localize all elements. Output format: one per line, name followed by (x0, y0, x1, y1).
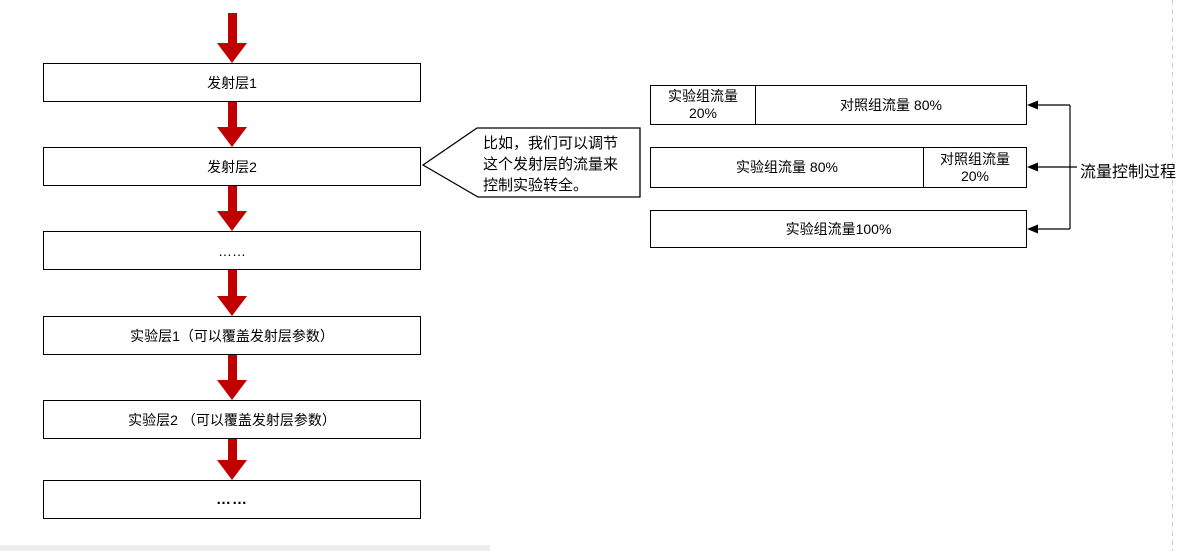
traffic-cell-control: 对照组流量 80% (840, 96, 942, 113)
flow-box-experiment-layer-1: 实验层1（可以覆盖发射层参数） (43, 316, 421, 355)
traffic-cell-experiment: 实验组流量 20% (651, 86, 756, 124)
down-arrow-icon (217, 102, 247, 147)
flow-box-label: …… (216, 491, 248, 508)
arrow-stem (227, 102, 237, 127)
traffic-row-20-80: 实验组流量 20% 对照组流量 80% (650, 85, 1027, 125)
left-arrow-icon (1027, 100, 1038, 110)
flow-box-label: 发射层1 (207, 74, 257, 91)
bottom-scroll-strip (0, 545, 490, 551)
down-arrow-icon (217, 13, 247, 63)
arrow-stem (227, 438, 237, 460)
arrow-stem (227, 270, 237, 296)
callout-note: 比如，我们可以调节这个发射层的流量来控制实验转全。 (483, 135, 619, 194)
callout-bubble-shape (421, 127, 641, 198)
traffic-control-caption: 流量控制过程 (1080, 164, 1177, 181)
arrow-head (217, 380, 247, 400)
arrow-head (217, 127, 247, 147)
arrow-head (217, 460, 247, 480)
arrow-head (217, 43, 247, 63)
arrow-head (217, 211, 247, 231)
flow-box-launch-layer-2: 发射层2 (43, 147, 421, 186)
arrow-stem (227, 354, 237, 380)
flow-box-launch-layer-1: 发射层1 (43, 63, 421, 102)
traffic-row-80-20: 实验组流量 80% 对照组流量 20% (650, 147, 1027, 188)
traffic-cell-control: 对照组流量 20% (940, 150, 1010, 184)
flow-box-label: …… (218, 242, 246, 259)
traffic-row-100: 实验组流量100% (650, 210, 1027, 248)
flow-box-ellipsis-2: …… (43, 480, 421, 519)
down-arrow-icon (217, 270, 247, 316)
traffic-cell-experiment: 实验组流量100% (785, 220, 892, 237)
traffic-cell-experiment: 实验组流量 80% (651, 148, 924, 187)
flow-box-label: 实验层1（可以覆盖发射层参数） (130, 327, 334, 344)
left-arrow-icon (1027, 162, 1038, 172)
down-arrow-icon (217, 186, 247, 231)
flow-box-label: 发射层2 (207, 158, 257, 175)
flow-box-experiment-layer-2: 实验层2 （可以覆盖发射层参数） (43, 400, 421, 439)
down-arrow-icon (217, 354, 247, 400)
down-arrow-icon (217, 438, 247, 480)
flow-box-ellipsis-1: …… (43, 231, 421, 270)
arrow-stem (227, 13, 237, 43)
flow-box-label: 实验层2 （可以覆盖发射层参数） (128, 411, 336, 428)
arrow-stem (227, 186, 237, 211)
left-arrow-icon (1027, 224, 1038, 234)
arrow-head (217, 296, 247, 316)
